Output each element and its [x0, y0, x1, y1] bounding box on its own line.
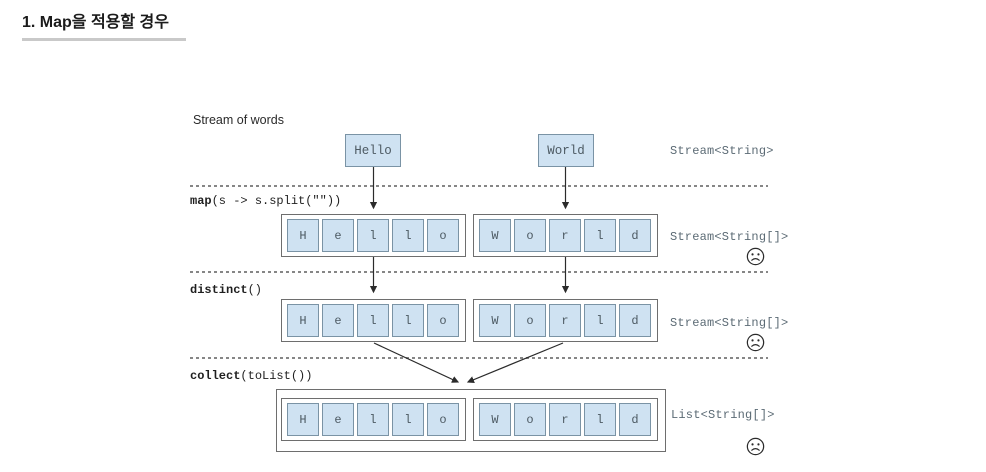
letter-cell: W: [479, 403, 511, 436]
stage-collect-args: (toList()): [240, 369, 313, 383]
dashed-separator-1: [190, 185, 768, 187]
letter-cell: H: [287, 403, 319, 436]
letter-cell: l: [392, 219, 424, 252]
letter-cell: d: [619, 304, 651, 337]
stream-of-words-label: Stream of words: [193, 113, 285, 127]
frowning-face-icon: [746, 437, 765, 456]
letter-cell: e: [322, 304, 354, 337]
letter-cell: o: [427, 219, 459, 252]
stage-collect-name: collect: [190, 369, 241, 383]
title-underline: [22, 38, 186, 41]
letter-cell: r: [549, 304, 581, 337]
stage-label-map: map(s -> s.split("")): [190, 194, 341, 208]
map-hello-array-box: H e l l o: [281, 214, 466, 257]
map-world-array-box: W o r l d: [473, 214, 658, 257]
letter-cell: l: [584, 219, 616, 252]
type-label-stream-string-array-1: Stream<String[]>: [670, 230, 789, 244]
letter-cell: r: [549, 403, 581, 436]
world-source-text: World: [547, 143, 585, 158]
letter-cell: o: [514, 304, 546, 337]
frowning-face-icon: [746, 247, 765, 266]
letter-cell: o: [514, 219, 546, 252]
stage-label-collect: collect(toList()): [190, 369, 312, 383]
letter-cell: r: [549, 219, 581, 252]
type-label-stream-string-array-2: Stream<String[]>: [670, 316, 789, 330]
dashed-separator-2: [190, 271, 768, 273]
type-label-list-string-array: List<String[]>: [671, 408, 775, 422]
letter-cell: d: [619, 219, 651, 252]
collect-hello-array-box: H e l l o: [281, 398, 466, 441]
stage-map-args: (s -> s.split("")): [211, 194, 342, 208]
letter-cell: W: [479, 219, 511, 252]
distinct-world-array-box: W o r l d: [473, 299, 658, 342]
stage-distinct-name: distinct: [190, 283, 248, 297]
letter-cell: e: [322, 219, 354, 252]
letter-cell: l: [584, 403, 616, 436]
hello-source-text: Hello: [354, 143, 392, 158]
distinct-hello-array-box: H e l l o: [281, 299, 466, 342]
letter-cell: l: [392, 304, 424, 337]
letter-cell: l: [357, 219, 389, 252]
world-source-box: World: [538, 134, 594, 167]
letter-cell: o: [427, 403, 459, 436]
letter-cell: d: [619, 403, 651, 436]
stage-map-name: map: [190, 194, 212, 208]
type-label-stream-string: Stream<String>: [670, 144, 774, 158]
stage-distinct-args: (): [247, 283, 263, 297]
letter-cell: H: [287, 304, 319, 337]
letter-cell: o: [427, 304, 459, 337]
letter-cell: W: [479, 304, 511, 337]
letter-cell: l: [357, 403, 389, 436]
letter-cell: H: [287, 219, 319, 252]
letter-cell: e: [322, 403, 354, 436]
stage-label-distinct: distinct(): [190, 283, 262, 297]
letter-cell: l: [584, 304, 616, 337]
letter-cell: l: [392, 403, 424, 436]
frowning-face-icon: [746, 333, 765, 352]
letter-cell: l: [357, 304, 389, 337]
collect-world-array-box: W o r l d: [473, 398, 658, 441]
dashed-separator-3: [190, 357, 768, 359]
hello-source-box: Hello: [345, 134, 401, 167]
page-title: 1. Map을 적용할 경우: [22, 14, 169, 31]
letter-cell: o: [514, 403, 546, 436]
